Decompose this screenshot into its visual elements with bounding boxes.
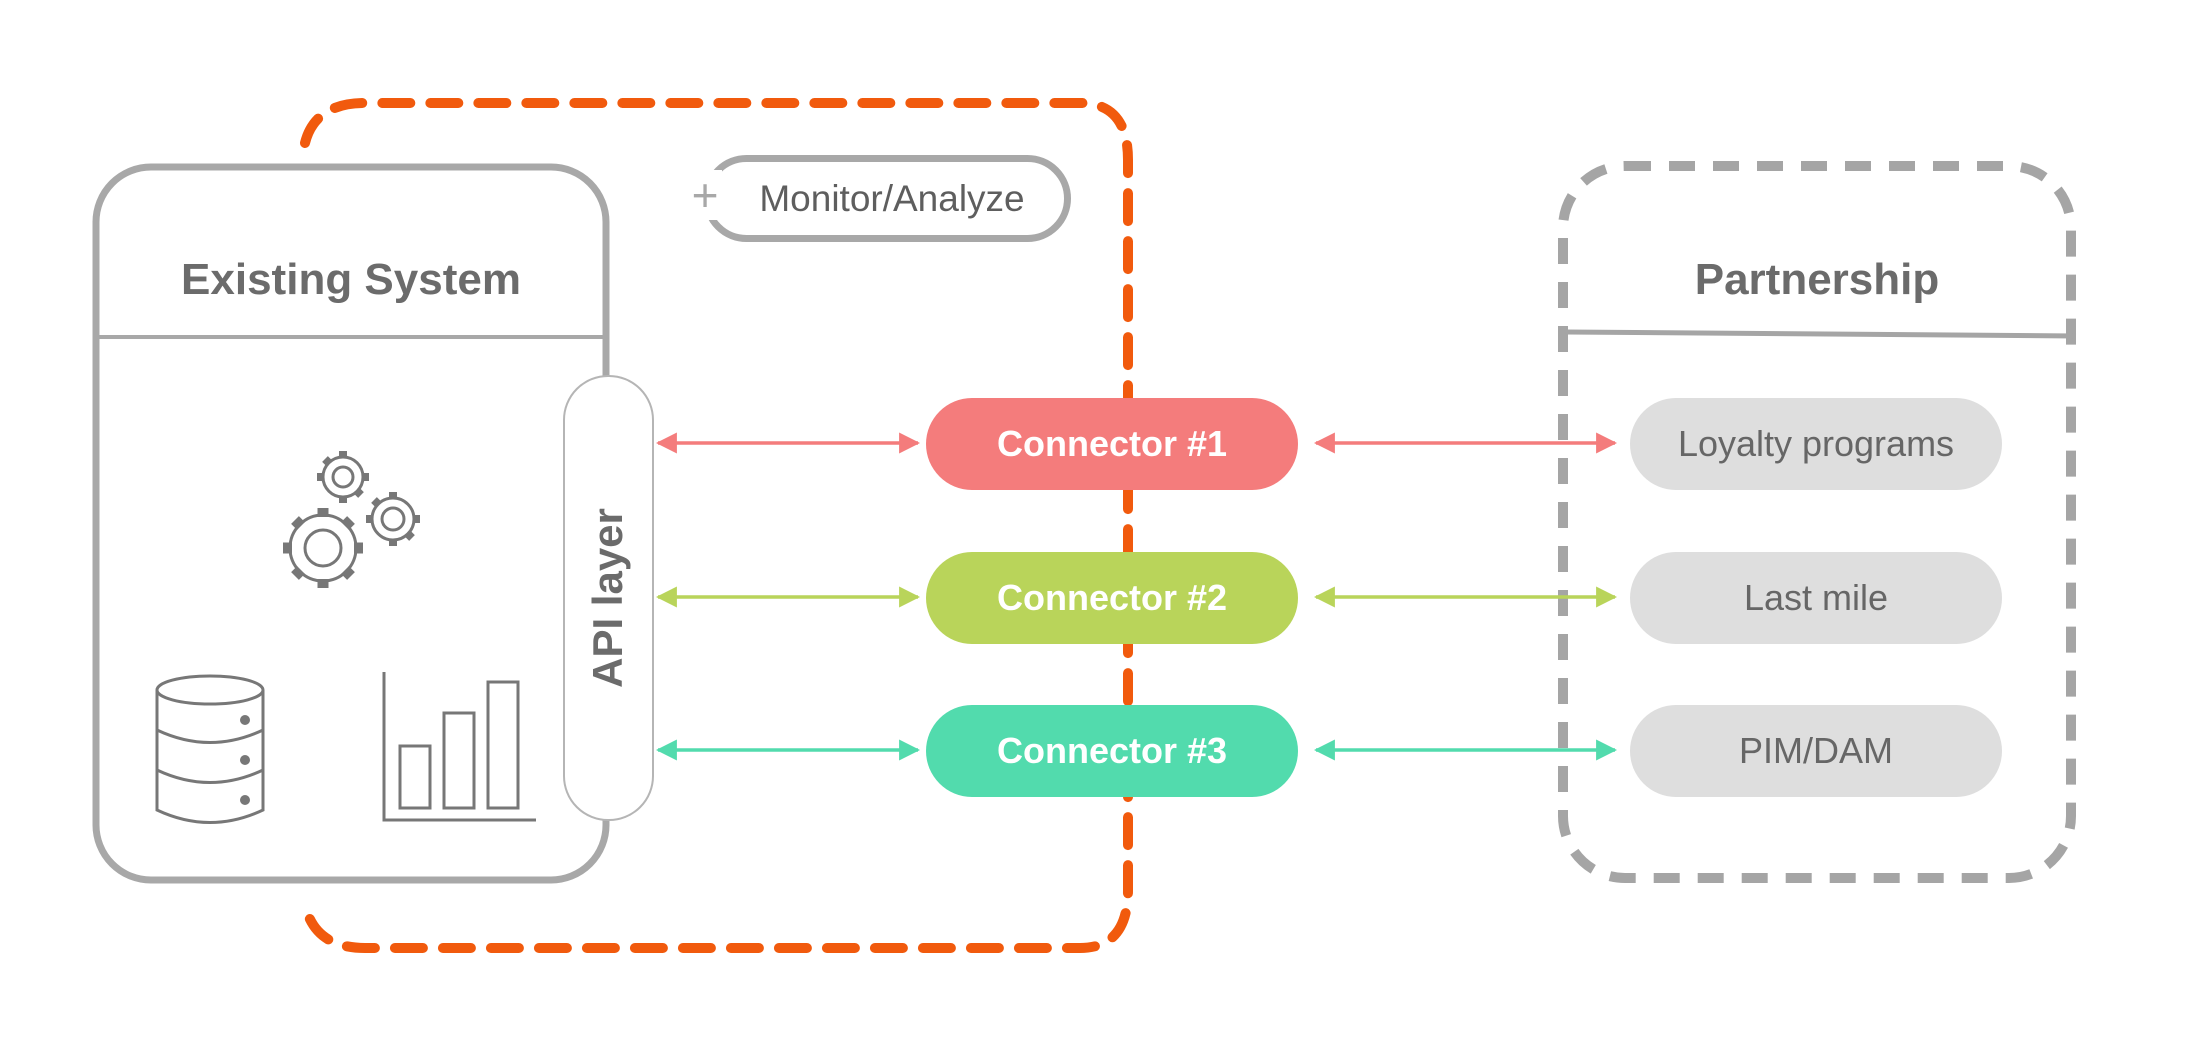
partnership-title: Partnership	[1694, 255, 1940, 304]
partner-last-mile: Last mile	[1630, 552, 2002, 644]
existing-system-title: Existing System	[181, 255, 521, 304]
gears-icon	[283, 451, 420, 588]
connector-3: Connector #3	[926, 705, 1298, 797]
database-icon	[155, 674, 265, 824]
connector-1: Connector #1	[926, 398, 1298, 490]
bar-chart-icon	[382, 672, 536, 822]
plus-icon: +	[688, 170, 722, 220]
partner-pim-dam: PIM/DAM	[1630, 705, 2002, 797]
partner-loyalty-programs: Loyalty programs	[1630, 398, 2002, 490]
monitor-analyze-label: Monitor/Analyze	[759, 177, 1025, 219]
api-layer	[563, 375, 654, 821]
monitor-analyze-pill: Monitor/Analyze	[703, 155, 1071, 242]
connector-2: Connector #2	[926, 552, 1298, 644]
